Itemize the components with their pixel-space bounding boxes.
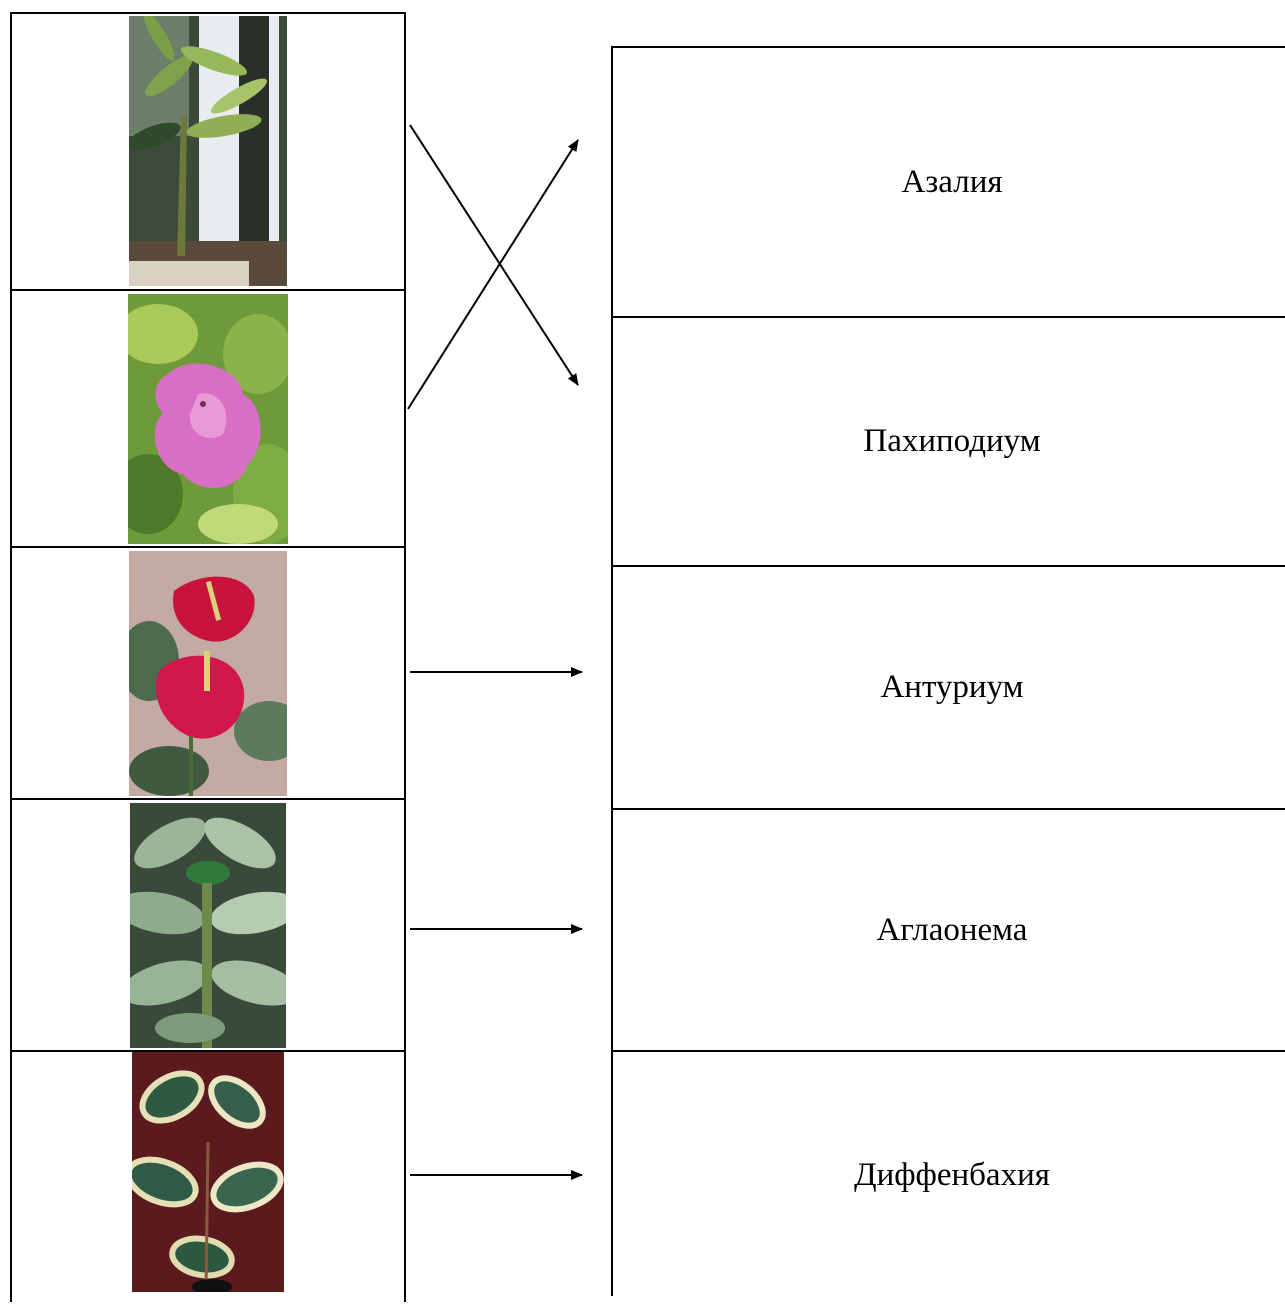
plant-name-label: Диффенбахия [854,1157,1050,1194]
name-cell[interactable]: Аглаонема [613,810,1285,1052]
anthurium-photo [129,551,287,796]
name-cell[interactable]: Диффенбахия [613,1052,1285,1298]
names-column: Азалия Пахиподиум Антуриум Аглаонема Диф… [611,46,1285,1296]
pachypodium-photo [129,16,287,286]
arrow-photo2-to-name1 [408,140,578,409]
plant-name-label: Азалия [901,164,1002,201]
photo-cell[interactable] [12,291,404,548]
photo-cell[interactable] [12,800,404,1052]
variegated-ficus-photo [132,1052,284,1292]
name-cell[interactable]: Пахиподиум [613,318,1285,567]
page-header-fragment [0,0,1285,8]
name-cell[interactable]: Азалия [613,48,1285,318]
name-cell[interactable]: Антуриум [613,567,1285,810]
aglaonema-photo [130,803,286,1048]
arrow-photo1-to-name2 [410,125,578,385]
photo-cell[interactable] [12,548,404,800]
azalea-photo [128,294,288,544]
plant-name-label: Пахиподиум [863,423,1040,460]
photo-cell[interactable] [12,1052,404,1304]
plant-name-label: Антуриум [880,669,1023,706]
photo-cell[interactable] [12,14,404,291]
photo-column [10,12,406,1302]
plant-name-label: Аглаонема [877,912,1028,949]
